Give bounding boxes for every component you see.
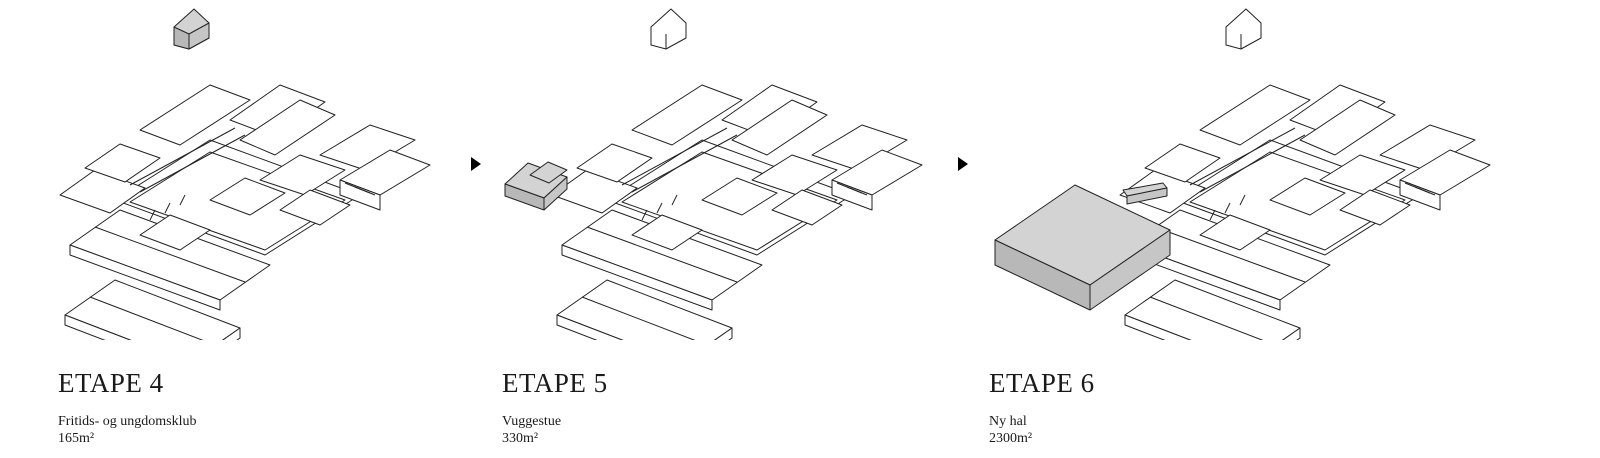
axonometric-drawing [504,8,923,340]
triangle-right-icon [471,157,481,171]
stage-etape-4: ETAPE 4 Fritids- og ungdomsklub 165m² [0,0,480,458]
stage-title: ETAPE 4 [58,368,164,398]
small-house [650,8,687,50]
stage-etape-5: ETAPE 5 Vuggestue 330m² [490,0,960,458]
triangle-right-icon [958,157,968,171]
program-name: Fritids- og ungdomsklub [58,414,197,429]
program-name: Vuggestue [502,414,562,429]
stage-title: ETAPE 5 [502,368,608,398]
stage-program: Vuggestue 330m² [502,413,561,447]
highlight-small-house [173,8,210,50]
axonometric-drawing [59,8,431,340]
stage-program: Ny hal 2300m² [989,413,1032,447]
stage-program: Fritids- og ungdomsklub 165m² [58,413,196,447]
small-house [1225,8,1262,50]
axonometric-drawing [994,8,1491,340]
program-area: 330m² [502,431,539,446]
program-name: Ny hal [989,414,1027,429]
program-area: 2300m² [989,431,1033,446]
program-area: 165m² [58,431,95,446]
stage-title: ETAPE 6 [989,368,1095,398]
stage-etape-6: ETAPE 6 Ny hal 2300m² [975,0,1600,458]
highlight-nursery-wing [504,161,568,211]
highlight-new-hall [994,182,1171,311]
